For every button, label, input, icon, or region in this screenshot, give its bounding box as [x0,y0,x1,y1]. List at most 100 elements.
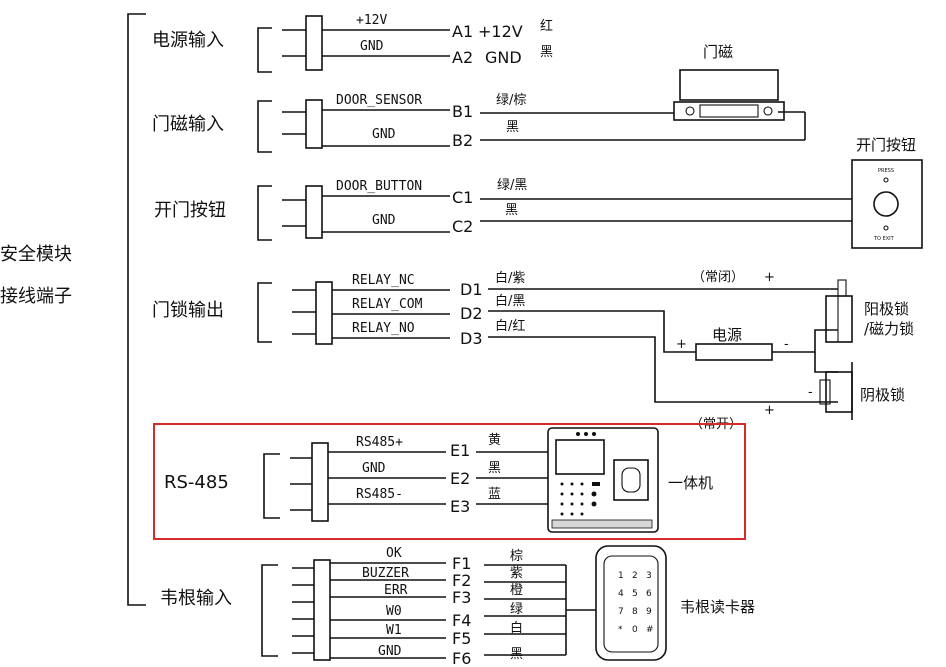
wire-signal-power-12v: +12V [356,13,387,28]
wire-color-e2: 黑 [488,461,501,476]
group-door-sensor: 门磁输入 DOOR_SENSOR GND B1 B2 绿/棕 黑 [152,93,806,153]
keypad-key: # [646,625,654,635]
wire-signal-wiegand-gnd: GND [378,644,402,659]
cathode-lock-label: 阴极锁 [860,386,905,404]
wire-signal-door-button: DOOR_BUTTON [336,179,422,194]
wire-color-d1: 白/紫 [495,270,525,286]
pin-f3: F3 [452,588,471,607]
pin-b2: B2 [452,131,473,150]
group-label-door-sensor: 门磁输入 [152,114,224,135]
main-bracket [127,13,146,606]
terminal-device: 一体机 [547,427,713,533]
wire-signal-w0: W0 [386,604,402,619]
magnetic-lock-label: /磁力锁 [864,320,914,338]
wire-signal-rs485-plus: RS485+ [356,435,403,450]
wire-color-f5: 白 [510,620,523,636]
wire-signal-door-button-gnd: GND [372,213,396,228]
group-label-lock: 门锁输出 [152,300,224,321]
wire-color-a1: 红 [540,18,553,34]
terminal-label: 一体机 [668,474,713,492]
wire-signal-relay-nc: RELAY_NC [352,273,415,288]
keypad-key: * [618,625,623,635]
wire-color-f6: 黑 [510,647,523,662]
wire-color-e3: 蓝 [488,487,501,502]
wire-signal-relay-com: RELAY_COM [352,297,423,312]
exit-button-top-text: PRESS [878,168,894,174]
group-label-wiegand: 韦根输入 [160,588,232,609]
pin-d2: D2 [460,304,483,323]
fingerprint-reader [613,459,649,501]
terminal-screen [555,439,605,475]
door-magnet-label: 门磁 [703,43,733,61]
module-label-line2: 接线端子 [0,286,72,307]
pin-b1: B1 [452,102,473,121]
exit-button-label: 开门按钮 [856,136,916,154]
wire-signal-relay-no: RELAY_NO [352,321,415,336]
pin-f5: F5 [452,629,471,648]
power-supply-label: 电源 [712,326,742,344]
keypad-key: 7 [618,607,624,617]
wire-color-d3: 白/红 [495,318,525,334]
wire-signal-door-sensor: DOOR_SENSOR [336,93,422,108]
pin-tag-a1: +12V [478,22,523,41]
keypad-key: 0 [632,625,638,635]
exit-button-device: 开门按钮 PRESS TO EXIT [851,136,923,249]
keypad-key: 2 [632,571,638,581]
power-supply-plus: + [676,337,687,352]
wire-color-e1: 黄 [488,433,501,448]
group-door-button: 开门按钮 DOOR_BUTTON GND C1 C2 绿/黑 黑 [154,178,852,241]
wire-color-f4: 绿 [510,602,523,617]
group-wiegand: 韦根输入 OK BUZZER ERR W0 W1 GND F1 F2 F3 F4… [160,546,596,667]
wire-signal-power-gnd: GND [360,39,384,54]
wire-color-f1: 棕 [510,549,523,564]
nc-note: （常闭） [692,270,744,285]
wire-signal-ok: OK [386,546,402,561]
pin-d1: D1 [460,280,483,299]
anode-lock-label: 阳极锁 [864,300,909,318]
wire-color-f2: 紫 [510,566,523,581]
pin-tag-a2: GND [485,48,522,67]
pin-c2: C2 [452,217,473,236]
wire-color-b2: 黑 [506,120,519,135]
wire-color-a2: 黑 [540,45,553,60]
pin-a2: A2 [452,48,473,67]
group-label-rs485: RS-485 [164,472,229,493]
keypad-key: 4 [618,589,624,599]
group-power: 电源输入 +12V GND A1 A2 +12V GND 红 黑 [152,13,553,73]
pin-c1: C1 [452,188,473,207]
pin-e1: E1 [450,441,470,460]
pin-e2: E2 [450,469,470,488]
keypad-key: 5 [632,589,638,599]
wire-signal-buzzer: BUZZER [362,566,409,581]
rs485-highlight-frame [153,423,746,540]
keypad-key: 9 [646,607,652,617]
fingerprint-icon [621,467,641,493]
pin-f2: F2 [452,571,471,590]
group-label-door-button: 开门按钮 [154,200,226,221]
anode-lock-body [825,295,853,343]
keypad-key: 6 [646,589,652,599]
pin-f1: F1 [452,554,471,573]
pin-f6: F6 [452,649,471,667]
keypad-key: 1 [618,571,624,581]
wire-color-f3: 橙 [510,583,523,598]
pin-f4: F4 [452,611,471,630]
wire-signal-rs485-gnd: GND [362,461,386,476]
no-minus: - [808,385,813,400]
keypad-key: 8 [632,607,638,617]
power-supply-minus: - [784,337,789,352]
keypad-key: 3 [646,571,652,581]
group-label-power: 电源输入 [152,30,224,51]
door-magnet-device: 门磁 [673,43,785,121]
group-lock: 门锁输出 RELAY_NC RELAY_COM RELAY_NO D1 D2 D… [152,270,838,403]
lock-devices: （常闭） + 电源 + - 阳极锁 /磁力锁 阴极锁 - + （常开） [676,270,914,432]
exit-button-knob [873,191,899,217]
power-supply-box [695,343,773,361]
module-label-line1: 安全模块 [0,244,72,265]
pin-d3: D3 [460,329,483,348]
wire-color-c1: 绿/黑 [497,178,527,193]
pin-e3: E3 [450,497,470,516]
